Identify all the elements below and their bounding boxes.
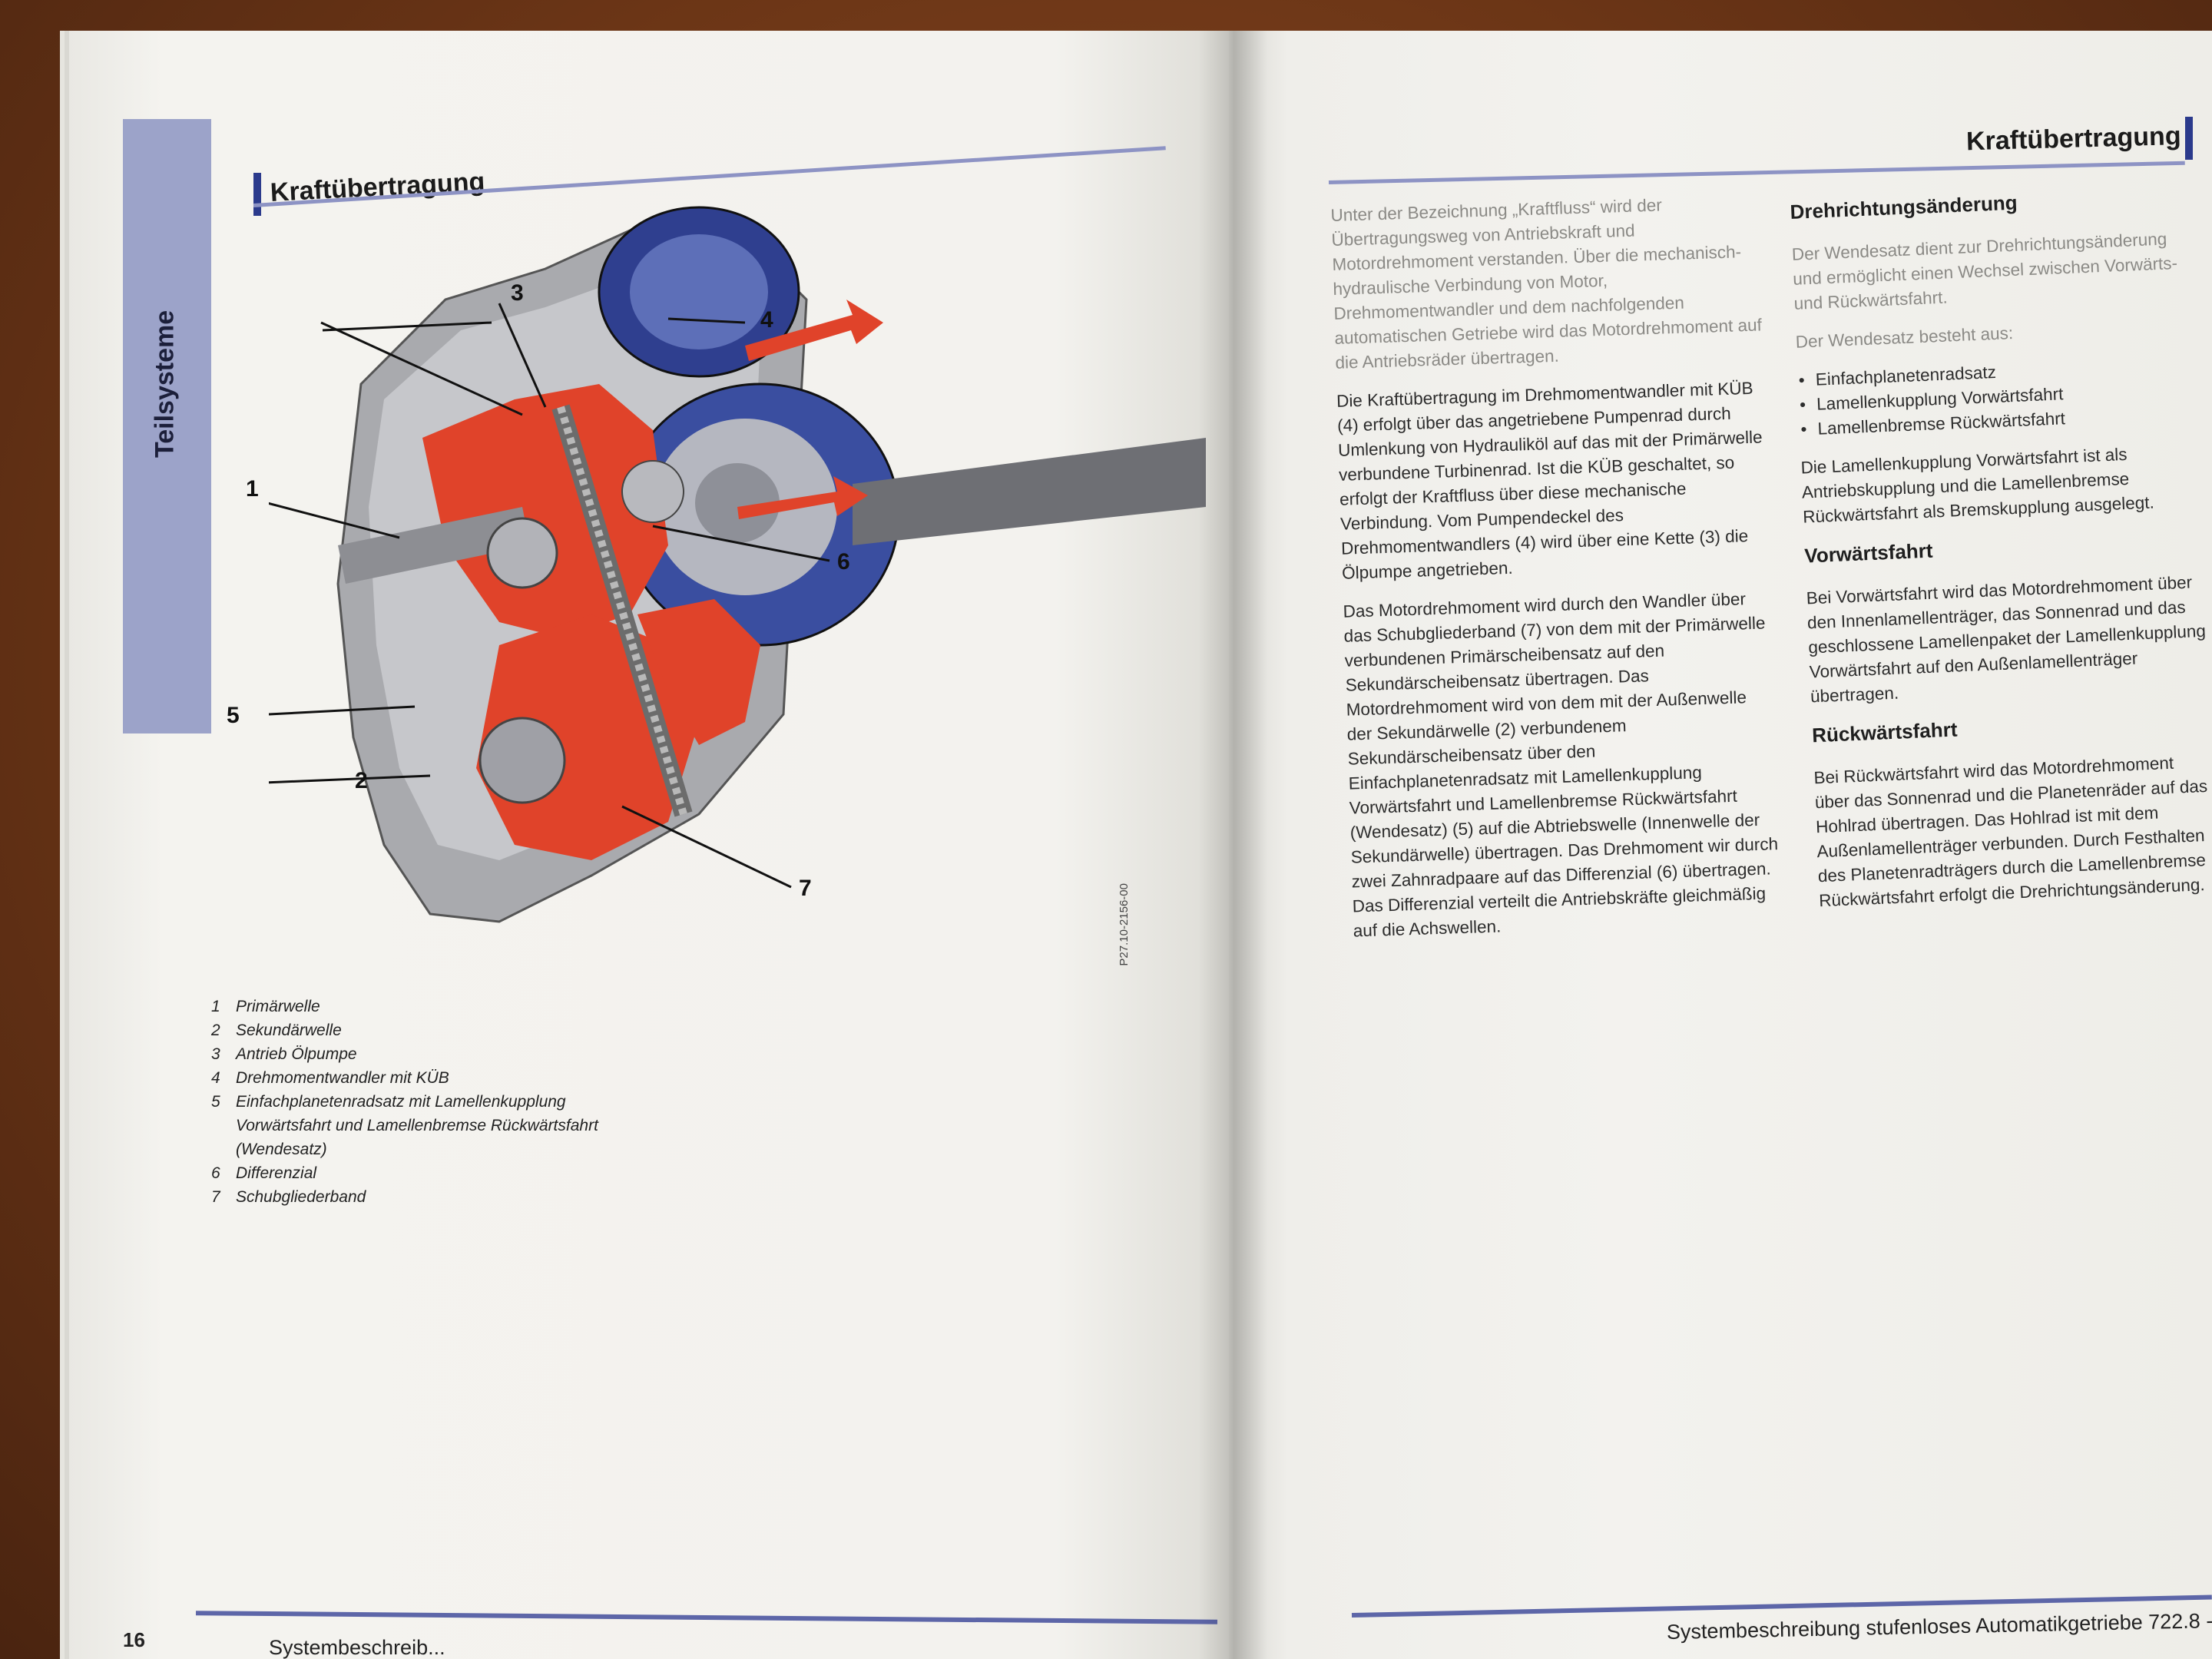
right-heading-accent-bar xyxy=(2185,117,2193,160)
left-page: Teilsysteme Kraftübertragung xyxy=(69,31,1229,1659)
subheading: Rückwärtsfahrt xyxy=(1811,717,1958,747)
side-tab xyxy=(123,119,211,733)
text-column-1: Unter der Bezeichnung „Kraftfluss“ wird … xyxy=(1330,190,1784,957)
callout-1: 1 xyxy=(246,476,259,502)
side-tab-label: Teilsysteme xyxy=(150,310,180,459)
figure-code: P27.10-2156-00 xyxy=(1118,883,1131,966)
paragraph: Bei Vorwärtsfahrt wird das Motordrehmome… xyxy=(1806,572,2207,707)
right-footer-text: Systembeschreibung stufenloses Automatik… xyxy=(1666,1607,2212,1644)
callout-6: 6 xyxy=(837,549,850,575)
page-number: 16 xyxy=(123,1628,145,1651)
book-spine-shadow xyxy=(1198,31,1267,1659)
heading-accent-bar xyxy=(253,173,261,216)
transmission-cutaway-figure: 1 2 3 4 5 6 7 xyxy=(227,184,1206,1014)
left-footer-rule xyxy=(195,1611,1218,1624)
callout-7: 7 xyxy=(799,876,812,901)
paragraph: Das Motordrehmoment wird durch den Wandl… xyxy=(1343,589,1779,941)
paragraph: Die Lamellenkupplung Vorwärtsfahrt ist a… xyxy=(1800,444,2155,527)
callout-3: 3 xyxy=(511,280,524,306)
left-footer-text: Systembeschreib... xyxy=(269,1636,445,1659)
paragraph: Die Kraftübertragung im Drehmomentwandle… xyxy=(1336,378,1763,583)
text-column-2: Drehrichtungsänderung Der Wendesatz dien… xyxy=(1790,183,2212,927)
paragraph: Unter der Bezeichnung „Kraftfluss“ wird … xyxy=(1330,195,1763,373)
paragraph: Bei Rückwärtsfahrt wird das Motordrehmom… xyxy=(1813,753,2208,911)
transmission-illustration xyxy=(237,206,1206,923)
right-heading: Kraftübertragung xyxy=(1965,121,2182,157)
right-heading-rule xyxy=(1328,161,2185,184)
bullet-list: Einfachplanetenradsatz Lamellenkupplung … xyxy=(1796,352,2199,442)
open-book: Teilsysteme Kraftübertragung xyxy=(69,31,2212,1659)
paragraph: Der Wendesatz dient zur Drehrichtungsänd… xyxy=(1791,229,2178,313)
callout-4: 4 xyxy=(760,307,773,333)
subheading: Drehrichtungsänderung xyxy=(1790,190,2018,224)
callout-2: 2 xyxy=(355,768,368,793)
right-page: Kraftübertragung Unter der Bezeichnung „… xyxy=(1229,31,2212,1659)
paragraph: Der Wendesatz besteht aus: xyxy=(1795,323,2014,352)
callout-5: 5 xyxy=(227,703,240,728)
subheading: Vorwärtsfahrt xyxy=(1803,538,1934,568)
